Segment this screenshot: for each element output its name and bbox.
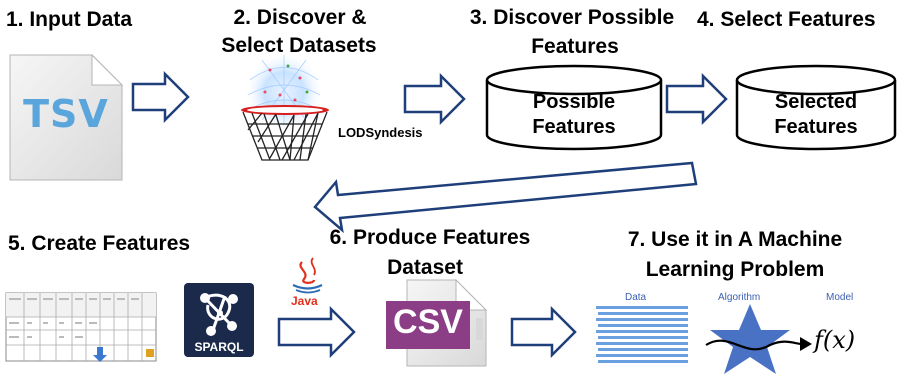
possible-features-cylinder: [485, 64, 663, 151]
feature-table-thumbnail: [5, 292, 157, 362]
step-1-title: 1. Input Data: [6, 8, 133, 31]
selected-features-line2: Features: [774, 116, 858, 138]
tsv-label: TSV: [23, 92, 109, 136]
selected-features-line1: Selected: [774, 91, 858, 113]
step-6-title-line2: Dataset: [387, 256, 463, 279]
flow-arrow-5-to-6: [277, 305, 356, 359]
model-arrowhead-icon: [800, 337, 812, 351]
sparql-label: SPARQL: [194, 340, 244, 354]
tsv-file-icon: [9, 53, 124, 181]
flow-arrow-3-to-4: [665, 72, 728, 126]
ml-model-label: Model: [826, 292, 854, 303]
flow-arrow-6-to-7: [510, 305, 577, 359]
csv-file-icon: [386, 278, 488, 367]
java-logo: [292, 257, 323, 294]
step-5-title: 5. Create Features: [8, 232, 191, 255]
model-formula: f(x): [814, 326, 856, 354]
selected-features-text: Selected Features: [737, 90, 895, 140]
binary-data-block: [596, 306, 688, 363]
step-3-title-line1: 3. Discover Possible: [469, 6, 675, 29]
step-6-title-line1: 6. Produce Features: [329, 226, 531, 249]
ml-data-label: Data: [625, 292, 647, 303]
selected-features-cylinder: [735, 64, 897, 151]
possible-features-line2: Features: [532, 116, 616, 138]
algorithm-star-icon: [710, 304, 790, 374]
model-curve-icon: [705, 339, 803, 351]
ml-algorithm-label: Algorithm: [718, 292, 761, 303]
step-2-title-line2: Select Datasets: [221, 34, 377, 57]
step-2-title-line1: 2. Discover &: [233, 6, 367, 29]
possible-features-line1: Possible: [532, 91, 616, 113]
sparql-logo: [184, 283, 254, 357]
step-7-title-line2: Learning Problem: [645, 258, 825, 281]
flow-arrow-4-to-5: [313, 161, 698, 234]
csv-label: CSV: [393, 303, 463, 341]
possible-features-text: Possible Features: [487, 90, 661, 140]
flow-arrow-2-to-3: [403, 72, 466, 126]
dataset-discovery-icon: [241, 52, 329, 161]
lodsyndesis-label: LODSyndesis: [338, 125, 423, 140]
step-7-title-line1: 7. Use it in A Machine: [627, 228, 843, 251]
java-label: Java: [291, 294, 318, 308]
step-4-title: 4. Select Features: [697, 8, 876, 31]
flow-arrow-1-to-2: [131, 70, 190, 124]
step-3-title-line2: Features: [531, 35, 619, 58]
